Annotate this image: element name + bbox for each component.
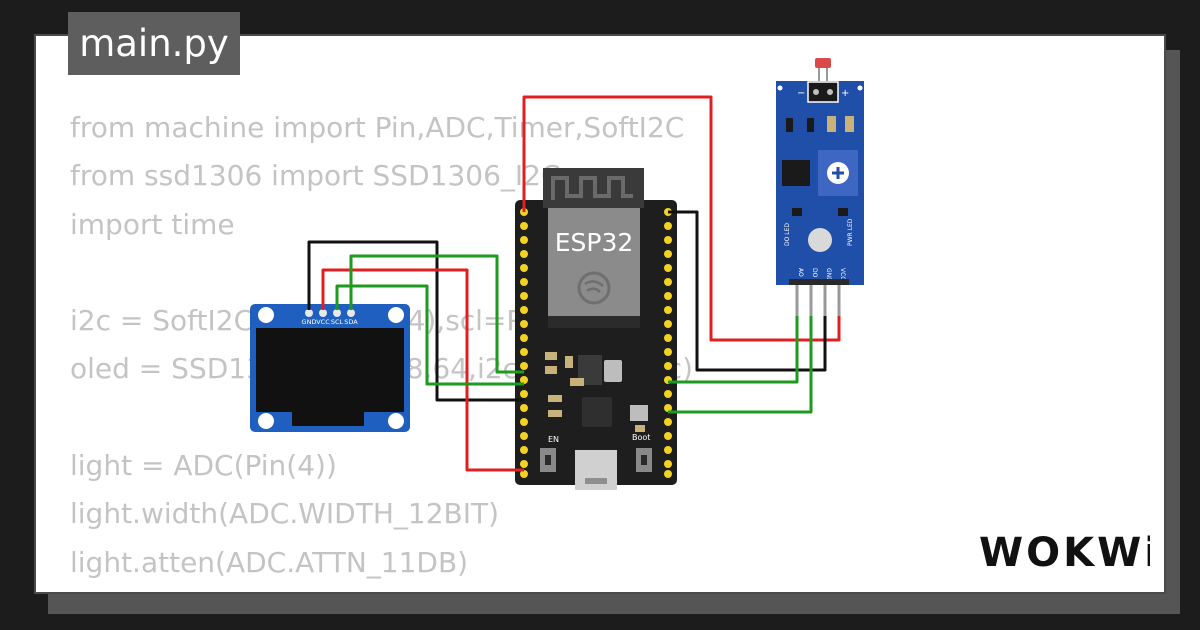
esp32-right-pins <box>664 208 672 478</box>
wire-oled-scl <box>335 284 524 386</box>
oled-pin-gnd: GND <box>302 318 317 326</box>
wire-oled-vcc <box>321 268 524 472</box>
file-title-tab[interactable]: main.py <box>68 12 240 75</box>
esp32-shield <box>548 208 640 316</box>
esp32-left-pins <box>520 208 528 478</box>
sensor-pin-gnd: GND <box>825 268 832 282</box>
wire-oled-sda <box>349 254 524 374</box>
wire-sensor-ao <box>668 316 799 384</box>
esp32-board[interactable]: ESP32 EN Boot <box>515 168 677 490</box>
sensor-plus: + <box>841 88 849 99</box>
oled-screen <box>256 328 404 412</box>
oled-pin-vcc: VCC <box>316 318 330 326</box>
oled-display[interactable]: GND VCC SCL SDA <box>250 304 410 432</box>
code-line: light = ADC(Pin(4)) <box>70 449 337 483</box>
code-line: from machine import Pin,ADC,Timer,SoftI2… <box>70 111 685 144</box>
light-sensor-module[interactable]: − + DO LED PWR LED AO DO GND VCC <box>776 58 864 316</box>
wires <box>307 95 841 472</box>
do-led-label: DO LED <box>784 223 791 246</box>
sensor-pin-vcc: VCC <box>839 268 846 280</box>
boot-label: Boot <box>632 433 650 442</box>
code-line: import time <box>70 207 235 241</box>
wire-sensor-vcc <box>522 95 841 342</box>
wire-sensor-gnd <box>668 210 827 372</box>
wokwi-logo-text: WOKWi <box>979 530 1150 576</box>
sensor-pin-ao: AO <box>797 268 804 277</box>
esp32-chip <box>582 397 612 427</box>
photoresistor <box>815 58 831 68</box>
comparator-chip <box>782 160 810 186</box>
code-line: light.width(ADC.WIDTH_12BIT) <box>70 497 500 531</box>
wire-sensor-do <box>668 316 813 414</box>
oled-ribbon <box>292 412 364 426</box>
wokwi-logo[interactable]: WOKWi <box>975 524 1150 576</box>
en-label: EN <box>548 435 559 444</box>
oled-pin-sda: SDA <box>344 318 358 326</box>
sensor-minus: − <box>797 88 805 99</box>
espressif-logo-icon <box>577 271 611 305</box>
code-line: light.atten(ADC.ATTN_11DB) <box>70 545 469 579</box>
esp32-label: ESP32 <box>555 228 634 257</box>
pwr-led-label: PWR LED <box>847 218 854 246</box>
sensor-led <box>808 228 832 252</box>
code-line: from ssd1306 import SSD1306_I2C <box>70 159 561 193</box>
oled-pin-scl: SCL <box>331 318 344 326</box>
sensor-pin-do: DO <box>811 268 818 278</box>
